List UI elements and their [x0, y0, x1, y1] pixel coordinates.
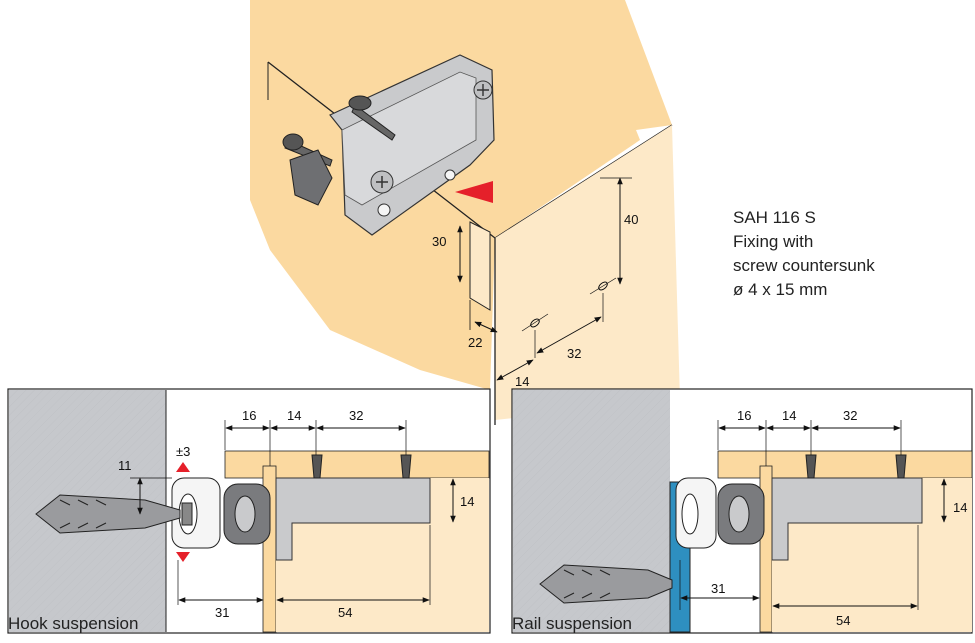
product-desc-line3: ø 4 x 15 mm: [733, 280, 828, 299]
bracket-body: [275, 477, 431, 561]
hook-clip: [289, 149, 333, 206]
screw-icon: [400, 454, 412, 479]
product-model: SAH 116 S: [733, 208, 816, 227]
dim-31: 31: [711, 581, 725, 596]
dim-16: 16: [242, 408, 256, 423]
dim-14-top: 14: [287, 408, 301, 423]
dim-32: 32: [349, 408, 363, 423]
screw-icon: [348, 95, 396, 141]
dim-14: 14: [515, 374, 529, 389]
product-info: SAH 116 S Fixing with screw countersunk …: [733, 206, 875, 302]
adjust-up-marker: [176, 462, 190, 472]
dim-30: 30: [432, 234, 446, 249]
dim-54: 54: [338, 605, 352, 620]
rail-suspension-caption: Rail suspension: [512, 614, 633, 633]
dim-32: 32: [843, 408, 857, 423]
screw-icon: [311, 454, 323, 479]
wall-plug-icon: [539, 564, 673, 604]
dim-16: 16: [737, 408, 751, 423]
hook-suspension-panel: ±3 16 14 32 11 14 31 54: [7, 388, 491, 634]
dim-pm3: ±3: [176, 444, 190, 459]
hanging-bracket: [329, 54, 495, 236]
screw-icon: [805, 454, 817, 479]
dim-14-right: 14: [460, 494, 474, 509]
dim-11: 11: [118, 458, 132, 473]
top-view: 30 40 22 32 14: [250, 0, 680, 425]
product-desc-line1: Fixing with: [733, 232, 814, 251]
dim-32: 32: [567, 346, 581, 361]
screw-icon: [895, 454, 907, 479]
dim-40: 40: [624, 212, 638, 227]
product-desc-line2: screw countersunk: [733, 256, 875, 275]
dim-14-right: 14: [953, 500, 967, 515]
rail-suspension-panel: 16 14 32 14 31 54: [511, 388, 973, 634]
adjust-down-marker: [176, 552, 190, 562]
dim-31: 31: [215, 605, 229, 620]
cabinet-top-board: [717, 450, 973, 479]
dim-14-top: 14: [782, 408, 796, 423]
hook-suspension-caption: Hook suspension: [8, 614, 139, 633]
dim-54: 54: [836, 613, 850, 628]
dim-22: 22: [468, 335, 482, 350]
bracket-body: [771, 477, 923, 561]
red-arrow-marker: [455, 181, 493, 203]
wall-plug-icon: [35, 494, 181, 534]
slot-cutout: [469, 221, 491, 311]
screw-hole-marker: [589, 277, 617, 295]
